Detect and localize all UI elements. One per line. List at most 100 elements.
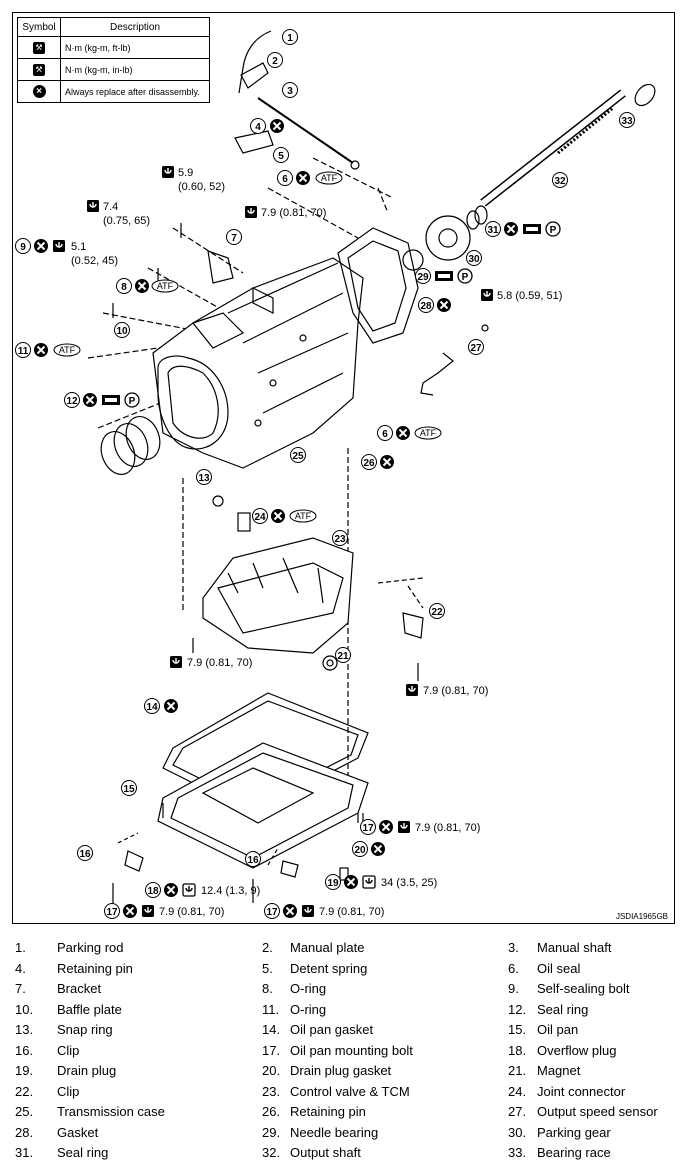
svg-text:28: 28 [420, 301, 432, 312]
part-number: 25. [15, 1104, 34, 1119]
part-name: Magnet [537, 1063, 581, 1078]
part-name: O-ring [290, 981, 327, 996]
svg-text:7.9 (0.81, 70): 7.9 (0.81, 70) [423, 685, 488, 697]
svg-text:7.9 (0.81, 70): 7.9 (0.81, 70) [261, 207, 326, 219]
torque-ftlb-icon: ⚒ [33, 41, 45, 54]
part-number: 23. [262, 1083, 281, 1099]
part-name: Snap ring [57, 1022, 113, 1037]
svg-text:15: 15 [123, 784, 135, 795]
svg-text:7.9 (0.81, 70): 7.9 (0.81, 70) [159, 906, 224, 918]
svg-text:16: 16 [247, 855, 259, 866]
part-number: 16. [15, 1042, 34, 1058]
svg-text:20: 20 [354, 845, 366, 856]
svg-text:5: 5 [278, 151, 284, 162]
svg-text:31: 31 [487, 225, 499, 236]
diagram-code: JSDIA1965GB [616, 912, 668, 921]
callout-14: 14 [144, 698, 179, 714]
part-number: 32. [262, 1145, 281, 1160]
svg-text:ATF: ATF [420, 428, 437, 438]
part-name: Oil pan mounting bolt [290, 1042, 413, 1058]
part-name: O-ring [290, 1001, 327, 1017]
exploded-view-diagram: 1 2 3 4 5 6 ATF 7 8 ATF 9 10 11 ATF 12P … [15, 29, 668, 921]
part-number: 27. [508, 1104, 527, 1119]
part-name: Parking gear [537, 1124, 611, 1140]
part-name: Transmission case [57, 1104, 165, 1119]
svg-text:ATF: ATF [295, 511, 312, 521]
part-number: 14. [262, 1022, 281, 1037]
part-number: 19. [15, 1063, 34, 1078]
callout-21: 21 [335, 647, 351, 663]
part-name: Gasket [57, 1124, 99, 1140]
part-name: Oil seal [537, 960, 581, 976]
part-number: 7. [15, 981, 26, 996]
svg-text:ATF: ATF [157, 281, 174, 291]
callout-4: 4 [250, 118, 285, 134]
part-name: Bearing race [537, 1145, 611, 1160]
part-number: 17. [262, 1042, 281, 1058]
svg-text:14: 14 [146, 702, 158, 713]
callout-27: 27 [468, 339, 484, 355]
part-number: 31. [15, 1145, 34, 1160]
part-name: Output speed sensor [537, 1104, 658, 1119]
svg-text:26: 26 [363, 458, 375, 469]
part-number: 13. [15, 1022, 34, 1037]
svg-text:6: 6 [382, 429, 388, 440]
part-number: 11. [262, 1001, 280, 1017]
part-name: Manual shaft [537, 940, 612, 955]
part-name: Baffle plate [57, 1001, 122, 1017]
svg-text:17: 17 [362, 823, 374, 834]
part-number: 1. [15, 940, 26, 955]
callout-7: 7 [226, 229, 242, 245]
svg-text:12: 12 [66, 396, 78, 407]
torque-specs: 5.9 (0.60, 52) 7.4 (0.75, 65) 5.1 (0.52,… [71, 165, 562, 697]
svg-text:21: 21 [337, 651, 349, 662]
callout-24: 24 ATF [252, 508, 317, 524]
part-name: Manual plate [290, 940, 365, 955]
svg-text:(0.60, 52): (0.60, 52) [178, 181, 225, 193]
svg-text:ATF: ATF [59, 345, 76, 355]
callout-10: 10 [114, 322, 130, 338]
part-name: Needle bearing [290, 1124, 379, 1140]
part-number: 3. [508, 940, 519, 955]
callout-20: 20 [352, 841, 386, 857]
part-number: 24. [508, 1083, 527, 1099]
part-name: Control valve & TCM [290, 1083, 410, 1099]
svg-text:5.9: 5.9 [178, 167, 193, 179]
svg-text:1: 1 [287, 33, 293, 44]
svg-text:23: 23 [334, 534, 346, 545]
callout-3: 3 [282, 82, 298, 98]
part-name: Output shaft [290, 1145, 361, 1160]
callout-16-right: 16 [245, 851, 261, 867]
part-name: Clip [57, 1042, 80, 1058]
part-number: 30. [508, 1124, 527, 1140]
svg-text:8: 8 [121, 282, 127, 293]
part-name: Drain plug [57, 1063, 117, 1078]
callout-6-right: 6 ATF [377, 425, 442, 441]
callout-8: 8 ATF [116, 278, 179, 294]
svg-text:32: 32 [554, 176, 566, 187]
svg-text:9: 9 [20, 242, 26, 253]
callout-15: 15 [121, 780, 137, 796]
part-number: 8. [262, 981, 273, 996]
svg-text:P: P [550, 225, 557, 236]
svg-text:4: 4 [255, 122, 261, 133]
callout-23: 23 [332, 530, 348, 546]
legend-description: N·m (kg-m, ft-lb) [60, 36, 210, 59]
svg-text:2: 2 [272, 56, 278, 67]
callout-32: 32 [552, 172, 568, 188]
callout-1: 1 [282, 29, 298, 45]
part-name: Detent spring [290, 960, 368, 976]
part-name: Retaining pin [57, 960, 133, 976]
part-number: 18. [508, 1042, 527, 1058]
svg-text:30: 30 [468, 254, 480, 265]
part-name: Self-sealing bolt [537, 981, 630, 996]
svg-text:P: P [462, 272, 469, 283]
part-number: 15. [508, 1022, 527, 1037]
part-number: 20. [262, 1063, 281, 1078]
part-name: Seal ring [57, 1145, 109, 1160]
svg-text:19: 19 [327, 878, 339, 889]
